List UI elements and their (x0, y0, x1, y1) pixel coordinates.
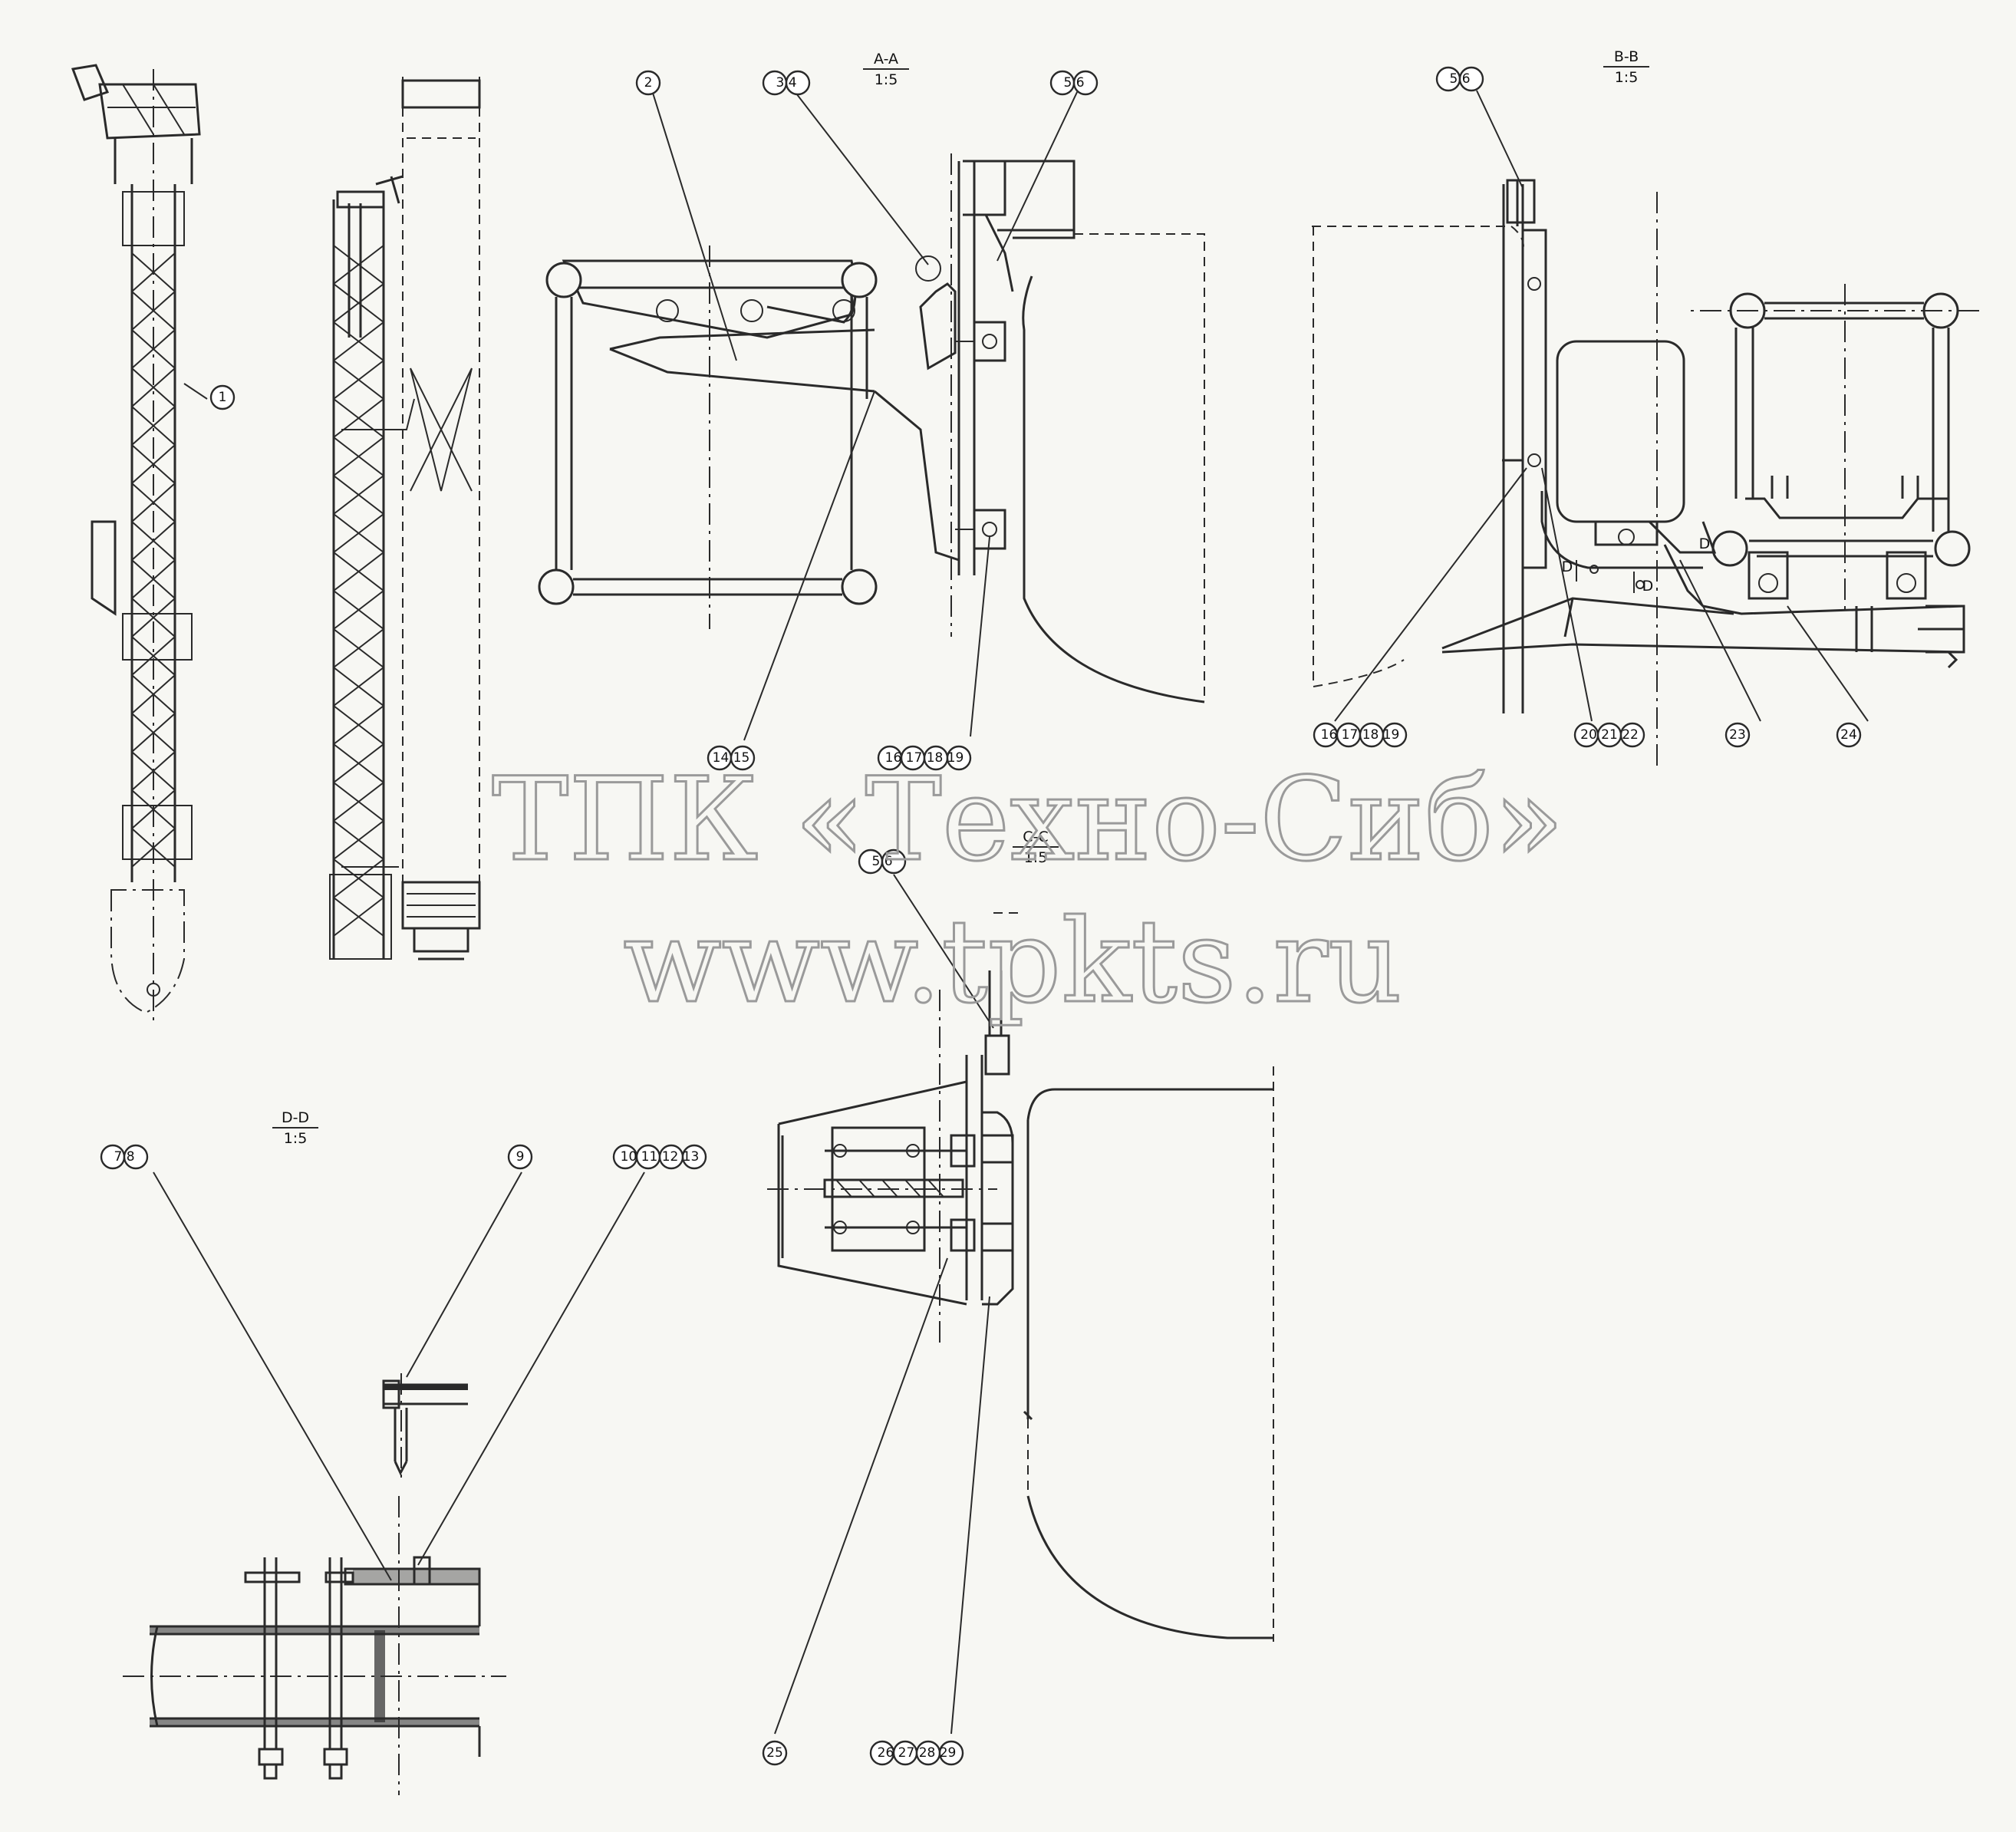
callout-2: 2 (635, 70, 661, 96)
section-cc-view (767, 912, 1274, 1642)
svg-text:1:5: 1:5 (284, 1130, 308, 1147)
view-mark-d: D (1562, 558, 1573, 575)
callout-7-8: 7 8 (100, 1144, 149, 1170)
callout-14-15: 14 15 (707, 745, 756, 771)
callout-25: 25 (762, 1740, 788, 1766)
callout-5-6: 5 6 (1435, 66, 1484, 92)
callout-10-13: 10 11 12 13 (612, 1144, 707, 1170)
svg-text:7 8: 7 8 (114, 1149, 134, 1165)
callout-20-22: 20 21 22 (1573, 722, 1645, 748)
watermark-company: ТПК «Техно-Сиб» (492, 753, 1564, 887)
svg-text:23: 23 (1729, 727, 1746, 743)
callout-16-19: 16 17 18 19 (877, 745, 972, 771)
svg-text:A-A: A-A (874, 51, 898, 68)
svg-text:D-D: D-D (282, 1109, 309, 1126)
svg-text:1:5: 1:5 (1615, 69, 1639, 86)
svg-text:2: 2 (644, 75, 653, 91)
svg-text:5 6: 5 6 (1063, 75, 1084, 91)
section-dd-view (123, 1373, 506, 1795)
svg-text:20 21 22: 20 21 22 (1580, 727, 1639, 743)
svg-text:25: 25 (766, 1745, 783, 1761)
callout-23: 23 (1724, 722, 1751, 748)
svg-text:1:5: 1:5 (875, 71, 898, 88)
view-mark-d: D (1642, 578, 1654, 595)
svg-text:16 17 18 19: 16 17 18 19 (1321, 727, 1400, 743)
svg-text:10 11 12 13: 10 11 12 13 (621, 1149, 700, 1165)
watermark-url: www.tpkts.ru (623, 895, 1402, 1029)
svg-text:C-C: C-C (1023, 829, 1048, 845)
section-bb-view (1312, 179, 1979, 767)
callout-5-6: 5 6 (1049, 70, 1099, 96)
section-title-cc: C-C 1:5 (1013, 829, 1059, 866)
callout-5-6: 5 6 (858, 848, 907, 875)
svg-text:26 27 28 29: 26 27 28 29 (878, 1745, 957, 1761)
svg-text:5 6: 5 6 (871, 854, 892, 869)
svg-text:3 4: 3 4 (776, 75, 796, 91)
callout-1: 1 (209, 384, 236, 410)
callout-3-4: 3 4 (762, 70, 811, 96)
leader-lines (153, 90, 1869, 1735)
view-mark-d: D (1699, 535, 1711, 552)
svg-text:9: 9 (516, 1149, 525, 1165)
callout-9: 9 (507, 1144, 533, 1170)
section-title-dd: D-D 1:5 (272, 1109, 318, 1147)
svg-text:B-B: B-B (1614, 48, 1639, 65)
section-aa-view (538, 153, 1205, 703)
boom-overview-view (71, 64, 481, 1020)
svg-text:14 15: 14 15 (713, 750, 750, 766)
svg-text:1: 1 (219, 390, 227, 405)
callout-16-19: 16 17 18 19 (1313, 722, 1408, 748)
callout-24: 24 (1836, 722, 1862, 748)
callout-26-29: 26 27 28 29 (869, 1740, 964, 1766)
section-title-bb: B-B 1:5 (1603, 48, 1649, 86)
svg-text:5 6: 5 6 (1449, 71, 1470, 87)
svg-text:16 17 18 19: 16 17 18 19 (885, 750, 964, 766)
svg-text:1:5: 1:5 (1024, 849, 1048, 866)
section-title-aa: A-A 1:5 (863, 51, 909, 88)
svg-text:24: 24 (1840, 727, 1857, 743)
